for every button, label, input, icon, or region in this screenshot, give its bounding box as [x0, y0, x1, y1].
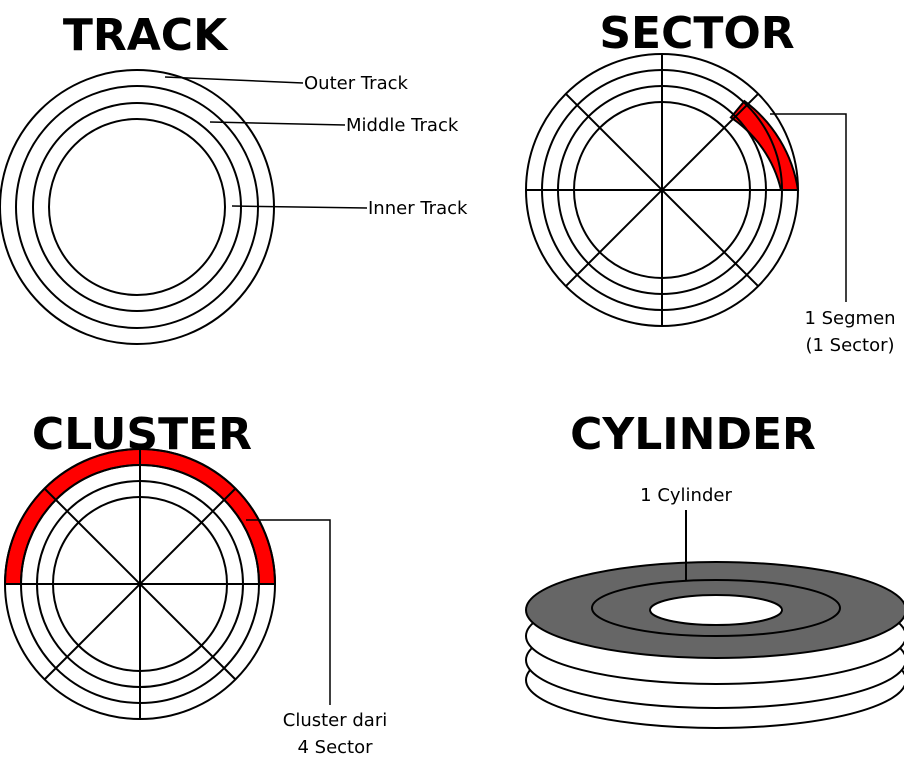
middle-track-label: Middle Track — [346, 115, 459, 136]
cluster-disk — [4, 448, 276, 720]
cylinder-track-ring — [591, 579, 841, 637]
track-panel: TRACK Outer Track Middle Track Inner Tra… — [0, 10, 468, 345]
middle-track-leader — [209, 121, 346, 126]
sector-label-line1: 1 Segmen — [804, 308, 895, 329]
middle-track-ring-inner — [32, 102, 242, 312]
cluster-label-line2: 4 Sector — [297, 737, 373, 758]
sector-disk — [525, 53, 799, 327]
cylinder-title: CYLINDER — [570, 409, 816, 460]
inner-track-label: Inner Track — [368, 198, 468, 219]
inner-track-ring — [48, 118, 226, 296]
inner-track-leader — [231, 205, 368, 209]
cluster-panel: CLUSTER Cluster dari 4 Sector — [3, 409, 387, 758]
sector-leader — [770, 113, 847, 302]
outer-track-leader — [164, 76, 304, 84]
track-disk — [0, 69, 275, 345]
track-leader-lines — [164, 76, 368, 209]
outer-track-ring — [0, 69, 275, 345]
sector-label-line2: (1 Sector) — [805, 335, 894, 356]
track-title: TRACK — [63, 10, 229, 61]
spindle-hole — [649, 594, 783, 626]
outer-track-label: Outer Track — [304, 73, 409, 94]
cluster-leader — [246, 519, 331, 705]
sector-panel: SECTOR 1 Segmen (1 Sector) — [525, 8, 896, 356]
cylinder-panel: CYLINDER 1 Cylinder — [525, 409, 904, 729]
sector-title: SECTOR — [599, 8, 794, 59]
cluster-divider-d2 — [43, 487, 237, 681]
cluster-label-line1: Cluster dari — [283, 710, 387, 731]
cylinder-label: 1 Cylinder — [640, 485, 732, 506]
sector-divider-d2 — [565, 93, 759, 287]
cylinder-platters — [525, 561, 904, 729]
